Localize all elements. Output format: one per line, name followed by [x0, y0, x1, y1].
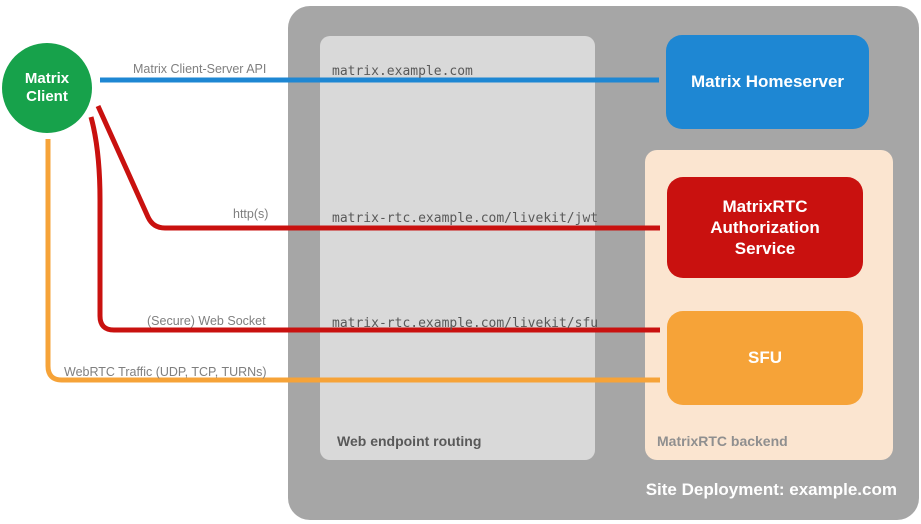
- matrix-homeserver-label: Matrix Homeserver: [690, 72, 845, 91]
- endpoint-url-homeserver: matrix.example.com: [332, 64, 473, 79]
- matrixrtc-auth-service-node: MatrixRTC Authorization Service: [667, 177, 863, 278]
- websocket-label: (Secure) Web Socket: [147, 314, 266, 328]
- https-label: http(s): [233, 207, 269, 221]
- webrtc-traffic-label: WebRTC Traffic (UDP, TCP, TURNs): [64, 365, 267, 379]
- client-server-api-label: Matrix Client-Server API: [133, 62, 267, 76]
- matrix-homeserver-node: Matrix Homeserver: [666, 35, 869, 129]
- matrixrtc-auth-service-label: MatrixRTC Authorization Service: [710, 196, 820, 259]
- matrixrtc-backend-caption: MatrixRTC backend: [657, 433, 788, 449]
- endpoint-url-sfu: matrix-rtc.example.com/livekit/sfu: [332, 316, 599, 331]
- sfu-label: SFU: [748, 348, 782, 367]
- web-endpoint-routing-box: [320, 36, 595, 460]
- site-deployment-caption: Site Deployment: example.com: [645, 480, 897, 499]
- matrix-client-node: Matrix Client: [2, 43, 92, 133]
- matrix-client-label: Matrix Client: [24, 70, 70, 105]
- sfu-node: SFU: [667, 311, 863, 405]
- endpoint-url-jwt: matrix-rtc.example.com/livekit/jwt: [332, 211, 599, 226]
- web-endpoint-routing-caption: Web endpoint routing: [337, 433, 482, 449]
